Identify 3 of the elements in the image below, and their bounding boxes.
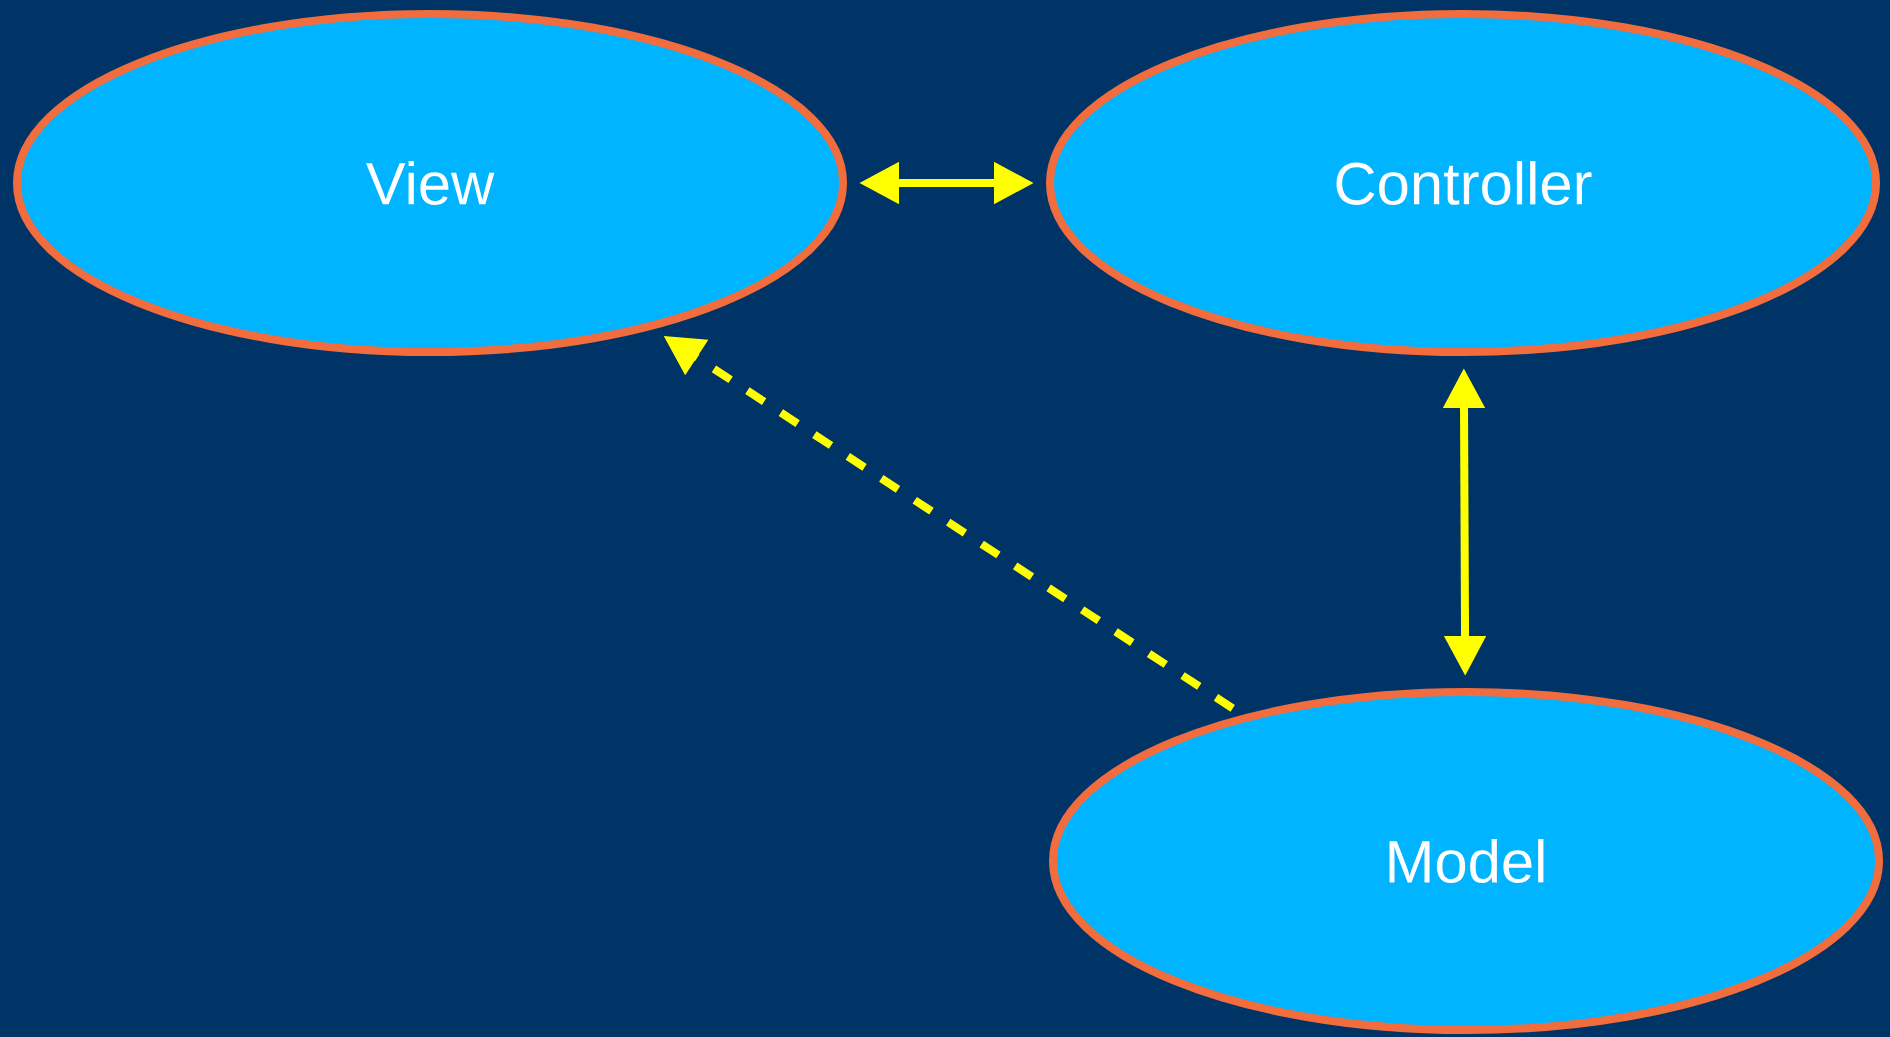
ellipse-node: Controller <box>1046 10 1881 356</box>
ellipse-node: View <box>13 10 848 356</box>
ellipse-node: Model <box>1049 688 1884 1034</box>
